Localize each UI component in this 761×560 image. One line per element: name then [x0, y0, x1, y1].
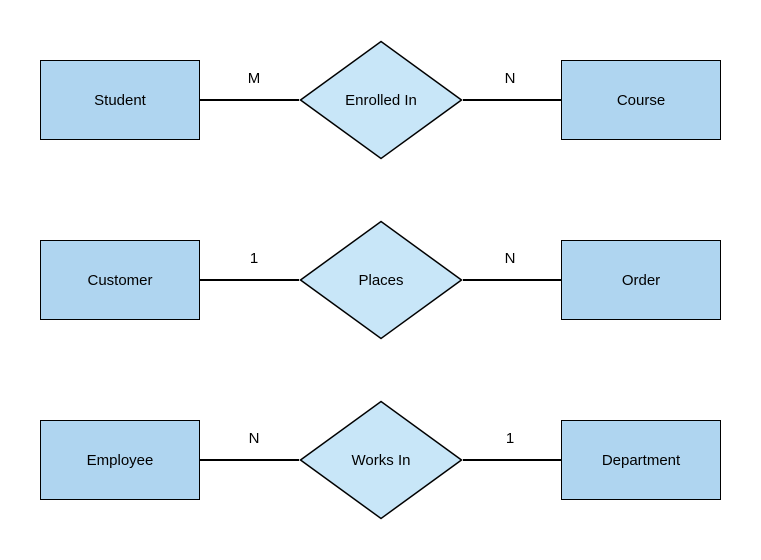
entity-student: Student	[40, 60, 200, 140]
entity-label: Customer	[87, 271, 153, 289]
connector-line	[463, 459, 561, 461]
entity-label: Course	[616, 91, 666, 109]
entity-label: Department	[601, 451, 681, 469]
entity-label: Order	[621, 271, 661, 289]
connector-line	[463, 279, 561, 281]
relationship-enrolled-in: Enrolled In	[299, 40, 463, 160]
relationship-places: Places	[299, 220, 463, 340]
er-row-employee-department: Employee N Works In 1 Department	[0, 400, 761, 520]
cardinality-label: N	[248, 430, 260, 447]
relationship-label: Works In	[351, 451, 411, 469]
entity-order: Order	[561, 240, 721, 320]
cardinality-label: 1	[249, 250, 259, 267]
entity-label: Student	[94, 91, 146, 109]
cardinality-label: N	[504, 70, 516, 87]
entity-label: Employee	[86, 451, 154, 469]
entity-department: Department	[561, 420, 721, 500]
relationship-label: Places	[358, 271, 404, 289]
diamond-shape	[299, 400, 463, 520]
er-row-customer-order: Customer 1 Places N Order	[0, 220, 761, 340]
connector-line	[463, 99, 561, 101]
entity-course: Course	[561, 60, 721, 140]
relationship-label: Enrolled In	[345, 91, 417, 109]
connector-line	[200, 279, 299, 281]
connector-line	[200, 459, 299, 461]
relationship-works-in: Works In	[299, 400, 463, 520]
entity-employee: Employee	[40, 420, 200, 500]
er-row-student-course: Student M Enrolled In N Course	[0, 40, 761, 160]
diamond-shape	[299, 40, 463, 160]
connector-line	[200, 99, 299, 101]
diamond-shape	[299, 220, 463, 340]
entity-customer: Customer	[40, 240, 200, 320]
cardinality-label: M	[247, 70, 261, 87]
cardinality-label: N	[504, 250, 516, 267]
cardinality-label: 1	[505, 430, 515, 447]
